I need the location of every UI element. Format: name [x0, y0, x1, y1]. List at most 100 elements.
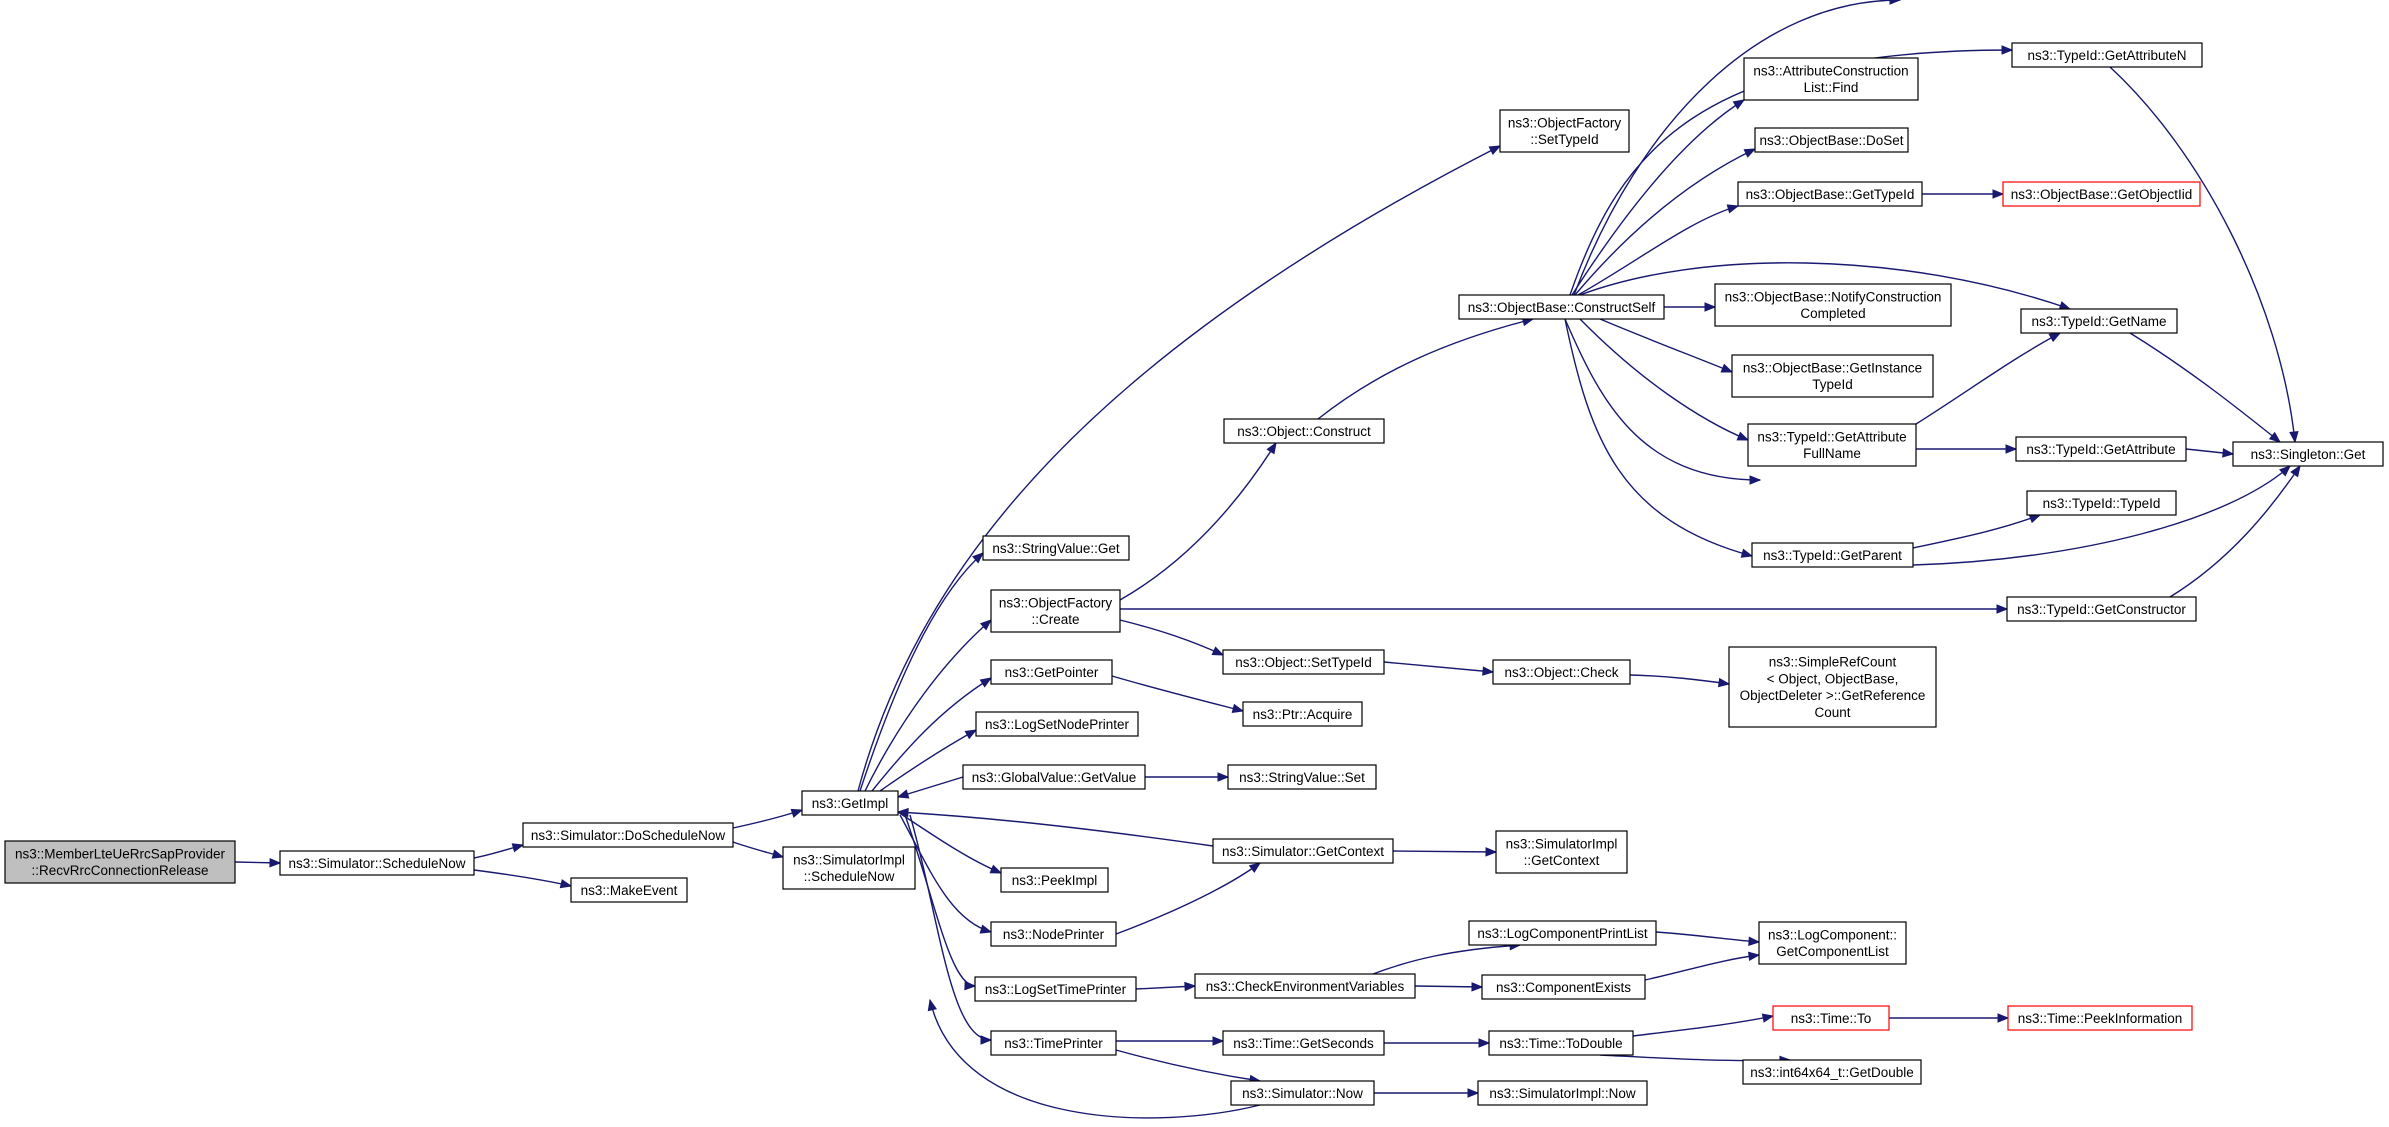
edge-nodeprinter-to-simulator_getcontext [1115, 862, 1261, 935]
node-getimpl[interactable]: ns3::GetImpl [801, 790, 899, 816]
node-ptr_acquire[interactable]: ns3::Ptr::Acquire [1242, 701, 1363, 727]
arrowhead-constructself-to-getinstancetypeid [1720, 363, 1734, 373]
node-label-timeprinter: ns3::TimePrinter [1004, 1036, 1103, 1051]
node-stringvalue_set[interactable]: ns3::StringValue::Set [1227, 764, 1377, 790]
arrowhead-constructself-to-attrconstructionlist_find [1732, 99, 1746, 110]
node-time_getseconds[interactable]: ns3::Time::GetSeconds [1222, 1030, 1385, 1056]
node-label-typeid_getconstructor: ns3::TypeId::GetConstructor [2017, 602, 2186, 617]
arrowhead-getimpl-to-globalvalue_getvalue [896, 789, 910, 799]
edge-constructself-to-typeid_getattributefullname [1579, 318, 1749, 441]
node-box-typeid_getattributen [2011, 42, 2203, 68]
node-time_peekinformation[interactable]: ns3::Time::PeekInformation [2007, 1005, 2193, 1031]
node-label-constructself: ns3::ObjectBase::ConstructSelf [1468, 300, 1656, 315]
node-object_settypeid[interactable]: ns3::Object::SetTypeId [1222, 649, 1385, 675]
arrowhead-getimpl-to-stringvalue_get [972, 552, 985, 564]
node-typeid_getattribute[interactable]: ns3::TypeId::GetAttribute [2015, 436, 2187, 462]
node-objectfactory_create[interactable]: ns3::ObjectFactory::Create [990, 589, 1121, 633]
arrowhead-object_check-to-simplerefcount [1717, 677, 1731, 688]
node-simimpl_now[interactable]: ns3::SimulatorImpl::Now [1477, 1080, 1648, 1106]
arrowhead-constructself-to-typeid_getattribute [1749, 475, 1762, 485]
node-objectbase_gettypeid[interactable]: ns3::ObjectBase::GetTypeId [1737, 181, 1923, 207]
node-box-time_peekinformation [2007, 1005, 2193, 1031]
node-box-objectfactory_create [990, 589, 1121, 633]
node-typeid_getparent[interactable]: ns3::TypeId::GetParent [1751, 542, 1914, 568]
node-box-typeid_getname [2020, 308, 2178, 334]
node-objectbase_doset[interactable]: ns3::ObjectBase::DoSet [1754, 127, 1909, 153]
node-objectbase_getobjectiid[interactable]: ns3::ObjectBase::GetObjectIid [2002, 181, 2201, 207]
node-label-simplerefcount: < Object, ObjectBase, [1767, 671, 1899, 686]
node-schedulenow[interactable]: ns3::Simulator::ScheduleNow [279, 850, 475, 876]
node-box-logsettimeprinter [974, 976, 1137, 1002]
arrowhead-getimpl-to-getpointer [979, 677, 993, 688]
node-label-schedulenow: ns3::Simulator::ScheduleNow [288, 856, 465, 871]
node-box-object_check [1492, 659, 1631, 685]
node-simulator_getcontext[interactable]: ns3::Simulator::GetContext [1212, 838, 1394, 864]
node-label-logcomponent_getcomponentlist: ns3::LogComponent:: [1768, 927, 1897, 942]
node-singleton_get[interactable]: ns3::Singleton::Get [2232, 441, 2384, 467]
node-logsetnodeprinter[interactable]: ns3::LogSetNodePrinter [975, 711, 1139, 737]
node-logcomponent_getcomponentlist[interactable]: ns3::LogComponent::GetComponentList [1758, 921, 1907, 965]
edge-simulator_getcontext-to-simimpl_getcontext [1392, 850, 1497, 853]
node-timeprinter[interactable]: ns3::TimePrinter [990, 1030, 1117, 1056]
node-time_todouble[interactable]: ns3::Time::ToDouble [1488, 1030, 1634, 1056]
node-int64x64_getdouble[interactable]: ns3::int64x64_t::GetDouble [1742, 1059, 1922, 1085]
node-logsettimeprinter[interactable]: ns3::LogSetTimePrinter [974, 976, 1137, 1002]
node-label-typeid_typeid: ns3::TypeId::TypeId [2043, 496, 2161, 511]
node-box-singleton_get [2232, 441, 2384, 467]
node-constructself[interactable]: ns3::ObjectBase::ConstructSelf [1458, 294, 1665, 320]
node-notifyconstructioncompleted[interactable]: ns3::ObjectBase::NotifyConstructionCompl… [1714, 283, 1952, 327]
arrowhead-logcomponentprintlist-to-logcomponent_getcomponentlist [1748, 936, 1761, 947]
node-label-root: ns3::MemberLteUeRrcSapProvider [15, 846, 226, 861]
node-typeid_getattributen[interactable]: ns3::TypeId::GetAttributeN [2011, 42, 2203, 68]
arrowhead-constructself-to-objectbase_doset [1743, 148, 1757, 158]
node-box-getpointer [990, 659, 1113, 685]
node-label-simimpl_schedulenow: ns3::SimulatorImpl [793, 852, 905, 867]
node-box-simplerefcount [1728, 646, 1937, 728]
edge-simulator_now-to-getimpl [929, 999, 1261, 1119]
node-checkenv[interactable]: ns3::CheckEnvironmentVariables [1194, 973, 1416, 999]
edge-constructself-to-objectbase_doset [1574, 148, 1756, 296]
node-doschedulenow[interactable]: ns3::Simulator::DoScheduleNow [522, 822, 734, 848]
node-box-notifyconstructioncompleted [1714, 283, 1952, 327]
node-label-typeid_getattributen: ns3::TypeId::GetAttributeN [2027, 48, 2186, 63]
node-typeid_getname[interactable]: ns3::TypeId::GetName [2020, 308, 2178, 334]
node-simplerefcount[interactable]: ns3::SimpleRefCount< Object, ObjectBase,… [1728, 646, 1937, 728]
node-label-time_peekinformation: ns3::Time::PeekInformation [2018, 1011, 2183, 1026]
node-label-logsettimeprinter: ns3::LogSetTimePrinter [985, 982, 1127, 997]
arrowhead-objectfactory_create-to-object_construct [1266, 441, 1277, 455]
arrowhead-constructself-to-typeid_getattributefullname [1736, 431, 1750, 441]
node-globalvalue_getvalue[interactable]: ns3::GlobalValue::GetValue [962, 764, 1146, 790]
node-time_to[interactable]: ns3::Time::To [1772, 1005, 1890, 1031]
node-simimpl_schedulenow[interactable]: ns3::SimulatorImpl::ScheduleNow [782, 846, 916, 890]
node-label-attrconstructionlist_find: List::Find [1804, 80, 1859, 95]
edge-object_check-to-simplerefcount [1629, 674, 1730, 685]
arrowhead-typeid_getattributefullname-to-typeid_getattribute [2005, 444, 2018, 454]
node-typeid_getconstructor[interactable]: ns3::TypeId::GetConstructor [2006, 596, 2197, 622]
node-root[interactable]: ns3::MemberLteUeRrcSapProvider::RecvRrcC… [4, 840, 236, 884]
node-simimpl_getcontext[interactable]: ns3::SimulatorImpl::GetContext [1495, 830, 1628, 874]
node-object_check[interactable]: ns3::Object::Check [1492, 659, 1631, 685]
node-label-nodeprinter: ns3::NodePrinter [1003, 927, 1105, 942]
node-getpointer[interactable]: ns3::GetPointer [990, 659, 1113, 685]
node-stringvalue_get[interactable]: ns3::StringValue::Get [982, 535, 1130, 561]
node-simulator_now[interactable]: ns3::Simulator::Now [1230, 1080, 1375, 1106]
node-object_construct[interactable]: ns3::Object::Construct [1223, 418, 1385, 444]
arrowhead-globalvalue_getvalue-to-stringvalue_set [1217, 772, 1230, 782]
node-label-typeid_getparent: ns3::TypeId::GetParent [1763, 548, 1902, 563]
node-box-getimpl [801, 790, 899, 816]
arrowhead-constructself-to-objectbase_gettypeid [1726, 204, 1740, 214]
node-label-objectfactory_settypeid: ::SetTypeId [1530, 132, 1598, 147]
node-label-objectfactory_create: ns3::ObjectFactory [999, 595, 1113, 610]
arrowhead-time_todouble-to-time_to [1761, 1013, 1775, 1023]
arrowhead-time_getseconds-to-time_todouble [1478, 1038, 1491, 1048]
node-logcomponentprintlist[interactable]: ns3::LogComponentPrintList [1468, 920, 1657, 946]
node-objectfactory_settypeid[interactable]: ns3::ObjectFactory::SetTypeId [1499, 109, 1630, 153]
node-makeevent[interactable]: ns3::MakeEvent [570, 877, 688, 903]
node-typeid_typeid[interactable]: ns3::TypeId::TypeId [2026, 490, 2177, 516]
node-nodeprinter[interactable]: ns3::NodePrinter [990, 921, 1117, 947]
node-peekimpl[interactable]: ns3::PeekImpl [1000, 867, 1109, 893]
node-componentexists[interactable]: ns3::ComponentExists [1481, 974, 1646, 1000]
